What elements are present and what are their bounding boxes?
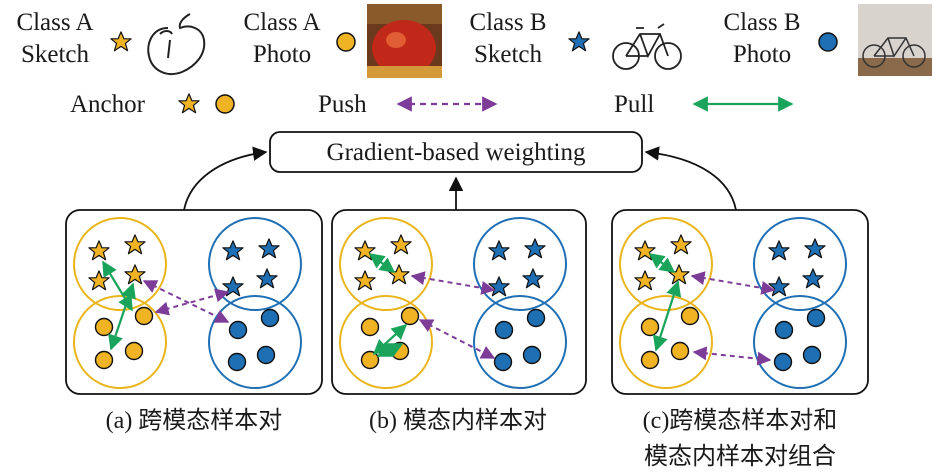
circle-icon	[773, 352, 793, 372]
circle-icon	[680, 306, 700, 326]
circle-icon	[228, 320, 248, 340]
push-arrow	[418, 319, 496, 359]
pull-arrow	[368, 253, 396, 273]
panel-c	[611, 209, 869, 395]
circle-icon	[494, 320, 514, 340]
caption-a: (a) 跨模态样本对	[106, 407, 283, 434]
push-arrow	[410, 271, 496, 295]
legend-anchor: Anchor	[70, 91, 235, 118]
circle-icon	[227, 352, 247, 372]
apple-photo-image	[367, 4, 442, 78]
circle-icon	[360, 317, 380, 337]
legend-classB-photo: Class B Photo	[723, 9, 838, 68]
caption-b: (b) 模态内样本对	[369, 407, 547, 434]
pull-arrow	[108, 282, 136, 351]
arrow-c-to-box	[644, 146, 737, 211]
circle-icon-classB	[818, 32, 838, 52]
pull-arrow	[652, 280, 682, 352]
caption-c-line2: 模态内样本对组合	[644, 443, 836, 470]
legend-classB-sketch-line2: Sketch	[474, 41, 543, 68]
circle-icon	[493, 352, 513, 372]
push-arrow	[692, 346, 772, 366]
pull-arrow	[648, 253, 676, 273]
push-arrow	[690, 271, 776, 295]
anchor-circle-icon	[215, 94, 235, 114]
bicycle-sketch-image	[612, 23, 682, 70]
anchor-circle-icon	[400, 306, 420, 326]
gradient-weighting-label: Gradient-based weighting	[327, 139, 586, 166]
circle-icon	[94, 317, 114, 337]
legend-classA-photo-line2: Photo	[253, 41, 311, 68]
gradient-weighting-box: Gradient-based weighting	[269, 131, 643, 173]
legend-pull: Pull	[614, 91, 794, 118]
pull-arrow	[372, 323, 408, 356]
circle-icon	[94, 350, 114, 370]
bicycle-photo-image	[858, 4, 932, 76]
circle-icon	[124, 341, 144, 361]
legend-classA-photo-line1: Class A	[243, 9, 320, 36]
anchor-star-icon	[178, 93, 200, 114]
circle-icon	[360, 350, 380, 370]
circle-icon	[526, 308, 546, 328]
circle-icon	[522, 345, 542, 365]
legend-classB-sketch: Class B Sketch	[469, 9, 590, 68]
legend-classA-sketch-line1: Class A	[16, 9, 93, 36]
circle-icon	[640, 317, 660, 337]
circle-icon	[802, 345, 822, 365]
legend-classB-photo-line1: Class B	[723, 9, 800, 36]
circle-icon	[806, 308, 826, 328]
arrow-a-to-box	[183, 146, 268, 211]
legend-classB-photo-line2: Photo	[733, 41, 791, 68]
legend-anchor-label: Anchor	[70, 91, 146, 118]
legend-classA-photo: Class A Photo	[243, 9, 356, 68]
anchor-circle-icon	[670, 341, 690, 361]
legend-pull-label: Pull	[614, 91, 654, 118]
circle-icon	[256, 345, 276, 365]
apple-sketch-image	[147, 13, 206, 75]
star-icon-classB	[568, 31, 590, 52]
legend-classA-sketch: Class A Sketch	[16, 9, 132, 68]
legend-push-label: Push	[318, 91, 367, 118]
circle-icon	[260, 308, 280, 328]
legend-classB-sketch-line1: Class B	[469, 9, 546, 36]
legend-push: Push	[318, 91, 498, 118]
legend-classA-sketch-line2: Sketch	[21, 41, 90, 68]
circle-icon-classA	[336, 32, 356, 52]
circle-icon	[640, 350, 660, 370]
push-arrow	[154, 288, 230, 316]
circle-icon	[774, 320, 794, 340]
caption-c-line1: (c)跨模态样本对和	[643, 407, 838, 434]
star-icon-classA	[110, 31, 132, 52]
panel-b	[331, 209, 587, 395]
panel-a	[65, 209, 323, 395]
anchor-circle-icon	[134, 306, 154, 326]
